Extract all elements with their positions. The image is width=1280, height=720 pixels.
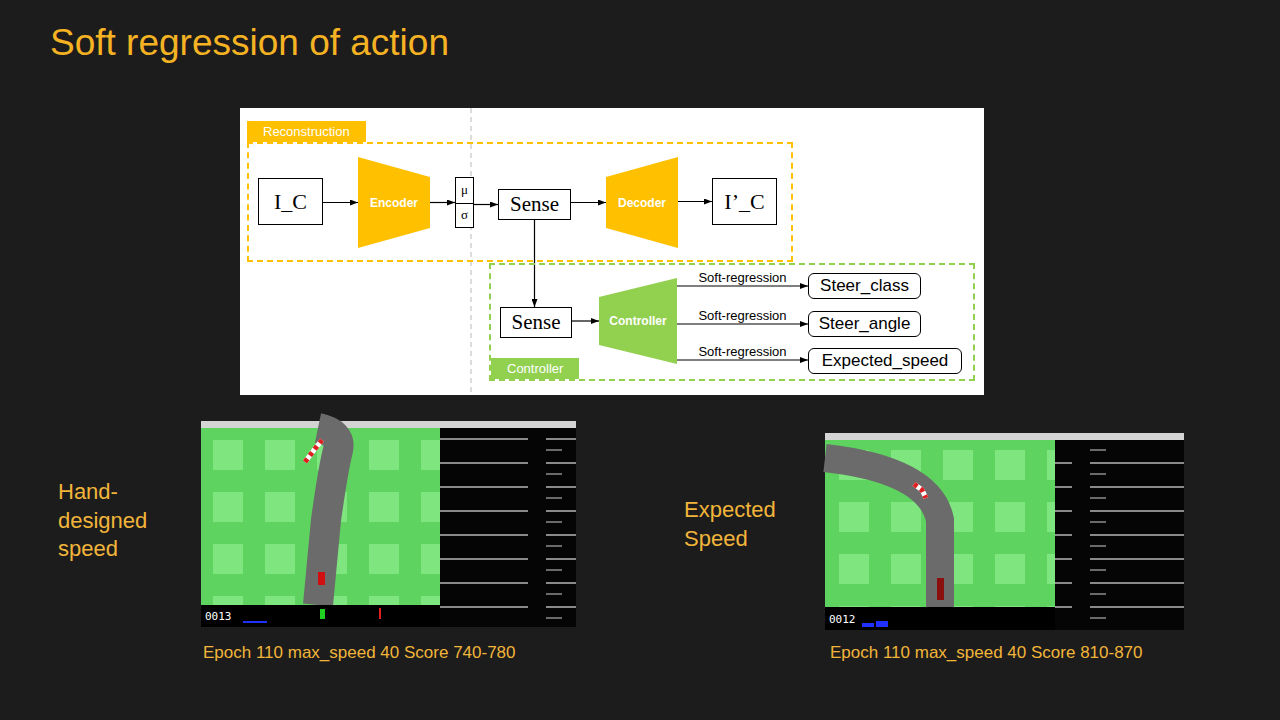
node-label: Decoder <box>618 196 666 210</box>
score-counter: 0012 <box>829 613 856 627</box>
output-box: Expected_speed <box>808 348 962 374</box>
steer-bar <box>320 609 325 619</box>
brake-bar <box>379 608 381 619</box>
status-bar <box>825 607 1055 630</box>
node-label: Controller <box>491 358 579 379</box>
road <box>318 428 339 605</box>
window-bar <box>201 421 576 428</box>
speed-bar <box>243 621 267 623</box>
terminal-log <box>440 428 576 627</box>
terminal-log <box>1055 440 1184 630</box>
road <box>825 458 940 607</box>
arrow-connector <box>323 202 358 203</box>
arrow-connector <box>677 323 808 324</box>
caption-text: Epoch 110 max_speed 40 Score 740-780 <box>203 642 516 664</box>
trapezoid-fill <box>599 278 677 364</box>
trapezoid-fill <box>358 157 430 248</box>
arrow-connector <box>572 320 599 321</box>
car <box>318 572 325 585</box>
output-box: Steer_angle <box>808 311 921 337</box>
image-box: I_C <box>258 178 323 225</box>
speed-bar <box>862 623 874 627</box>
reconstruction-group: ReconstructionI_CEncoderμσSenseDecoderI’… <box>247 142 793 262</box>
node-label: μ <box>461 183 468 197</box>
panel-label: Hand-designed speed <box>58 478 162 564</box>
output-box: Steer_class <box>808 273 921 299</box>
divider-line <box>471 108 472 395</box>
edge-label: Soft-regression <box>697 344 787 359</box>
node-label: Expected_speed <box>822 351 949 371</box>
caption-text: Epoch 110 max_speed 40 Score 810-870 <box>830 642 1143 664</box>
node-label: Controller <box>609 314 666 328</box>
edge-label: Soft-regression <box>697 270 787 285</box>
grass-field <box>201 428 440 605</box>
latent-box: μσ <box>455 177 474 228</box>
node-label: Steer_class <box>820 276 909 296</box>
sense-box: Sense <box>498 189 571 220</box>
node-label: I’_C <box>724 189 764 214</box>
node-label: Sense <box>512 310 561 334</box>
node-label: Reconstruction <box>247 121 366 142</box>
node-label: Sense <box>510 192 559 216</box>
curb <box>914 484 926 498</box>
score-counter: 0013 <box>205 610 232 624</box>
controller-block: Controller <box>599 278 677 364</box>
arrow-connector <box>430 202 455 203</box>
grass-field <box>825 440 1055 607</box>
image-box: I’_C <box>712 178 777 225</box>
curb <box>914 484 926 498</box>
node-label: σ <box>461 208 468 222</box>
car <box>937 578 944 600</box>
arrow-connector <box>677 359 808 360</box>
window-bar <box>825 433 1184 440</box>
panel-label: Expected Speed <box>684 496 796 553</box>
sense-box: Sense <box>500 307 572 338</box>
arrow-connector <box>677 285 808 286</box>
game-screenshot <box>825 433 1184 630</box>
node-label: I_C <box>274 189 307 214</box>
slide-title: Soft regression of action <box>50 22 449 64</box>
diagram-panel <box>240 108 984 395</box>
node-label: Encoder <box>370 196 418 210</box>
node-label: Steer_angle <box>819 314 911 334</box>
arrow-connector <box>571 202 606 203</box>
arrow-connector <box>678 201 712 202</box>
speed-bar <box>876 621 888 627</box>
edge-label: Soft-regression <box>697 308 787 323</box>
curb <box>305 440 322 462</box>
status-bar <box>201 605 440 627</box>
arrow-connector <box>474 204 498 205</box>
trapezoid-fill <box>606 157 678 248</box>
decoder-block: Decoder <box>606 157 678 248</box>
encoder-block: Encoder <box>358 157 430 248</box>
divider <box>456 203 473 204</box>
curb <box>305 440 322 462</box>
game-screenshot <box>201 421 576 627</box>
